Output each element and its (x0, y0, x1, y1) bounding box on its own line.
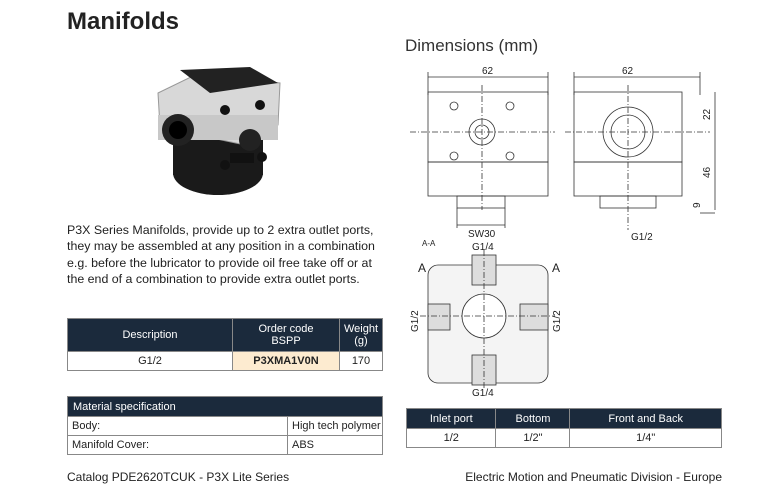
front-width-label: 62 (482, 66, 494, 77)
section-label: A-A (422, 239, 436, 248)
ports-table: Inlet port Bottom Front and Back 1/2 1/2… (405, 408, 722, 448)
table-row: Body:High tech polymer (67, 416, 383, 436)
dimensions-heading: Dimensions (mm) (405, 36, 539, 55)
cut-label-right: A (552, 261, 560, 275)
header-description: Description (67, 318, 233, 352)
weight-unit: (g) (354, 335, 368, 347)
section-bottom-port: G1/4 (472, 388, 494, 399)
material-table: Material specification Body:High tech po… (67, 396, 383, 455)
product-description: P3X Series Manifolds, provide up to 2 ex… (67, 223, 375, 286)
height-22-label: 22 (702, 108, 713, 120)
cell-weight: 170 (339, 351, 383, 371)
side-width-label: 62 (622, 66, 634, 77)
section-left-port: G1/2 (410, 310, 421, 332)
height-46-label: 46 (702, 166, 713, 178)
bspp-label: BSPP (271, 335, 301, 347)
cut-label-left: A (418, 261, 426, 275)
sw-label: SW30 (468, 229, 496, 240)
cell-description: G1/2 (67, 351, 233, 371)
footer-division: Electric Motion and Pneumatic Division -… (465, 470, 722, 484)
bottom-port-label: G1/2 (631, 232, 653, 243)
material-value: High tech polymer (287, 416, 383, 436)
material-part: Manifold Cover: (67, 435, 288, 455)
header-bottom: Bottom (495, 408, 571, 429)
material-value: ABS (287, 435, 383, 455)
order-code-label: Order code (258, 323, 314, 335)
cell-front-back: 1/4" (569, 428, 722, 448)
height-9-label: 9 (692, 202, 703, 208)
table-row: G1/2 P3XMA1V0N 170 (67, 351, 383, 371)
material-title: Material specification (67, 396, 383, 417)
page-title: Manifolds (67, 8, 179, 35)
manifold-product-photo (157, 67, 281, 195)
header-front-back: Front and Back (569, 408, 722, 429)
section-right-port: G1/2 (552, 310, 563, 332)
cell-bottom: 1/2" (495, 428, 571, 448)
header-inlet-port: Inlet port (405, 408, 497, 429)
table-row: Manifold Cover:ABS (67, 435, 383, 455)
material-part: Body: (67, 416, 288, 436)
section-top-port: G1/4 (472, 242, 494, 253)
footer-catalog: Catalog PDE2620TCUK - P3X Lite Series (67, 470, 290, 484)
header-weight: Weight(g) (339, 318, 383, 352)
weight-label: Weight (343, 323, 379, 335)
table-row: 1/2 1/2" 1/4" (405, 428, 722, 448)
dimension-drawings: 62 SW30 62 22 46 9 G1/2 A-A G1/4 G1/4 G1… (410, 66, 716, 399)
cell-inlet-port: 1/2 (405, 428, 497, 448)
cell-order-code: P3XMA1V0N (232, 351, 340, 371)
